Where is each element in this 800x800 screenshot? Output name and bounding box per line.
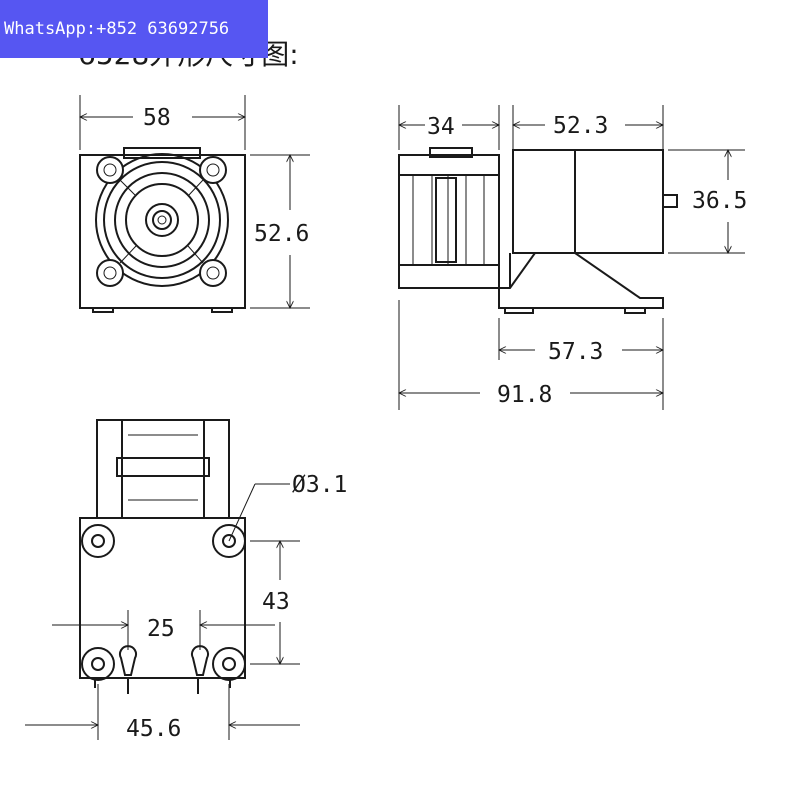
- dim-hole-diameter: Ø3.1: [292, 472, 347, 498]
- contact-banner: WhatsApp:+852 63692756: [0, 0, 268, 58]
- dim-hole-spacing-horizontal: 45.6: [126, 716, 181, 742]
- dim-front-width: 58: [143, 105, 171, 131]
- dim-pump-head: 34: [427, 114, 455, 140]
- dim-front-height: 52.6: [254, 221, 309, 247]
- dim-hole-spacing-vertical: 43: [262, 589, 290, 615]
- dim-motor-length: 52.3: [553, 113, 608, 139]
- front-view: [79, 95, 310, 313]
- dim-base-length: 57.3: [548, 339, 603, 365]
- dim-slot-spacing: 25: [147, 616, 175, 642]
- dim-total-length: 91.8: [497, 382, 552, 408]
- bottom-view: [25, 419, 300, 740]
- dim-motor-height: 36.5: [692, 188, 747, 214]
- side-view: [398, 105, 745, 410]
